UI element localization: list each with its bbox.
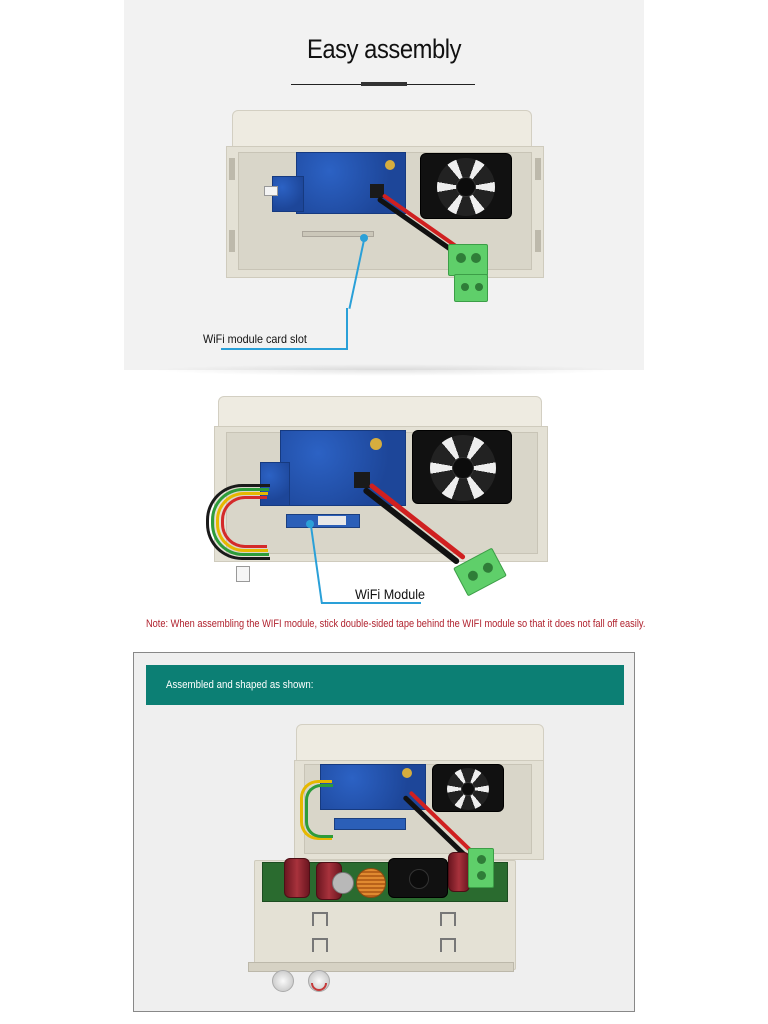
ribbon-wire	[216, 492, 268, 552]
display-cutout	[312, 938, 328, 952]
display-cutout	[312, 912, 328, 926]
cooling-fan-icon	[388, 858, 448, 898]
terminal-plug	[454, 274, 488, 302]
knob	[272, 970, 294, 992]
page-title: Easy assembly	[306, 34, 462, 64]
screw-post	[402, 768, 412, 778]
ribbon-wire	[221, 496, 267, 548]
enclosure-lid	[296, 724, 544, 764]
side-vent	[535, 158, 541, 180]
enclosure-lid	[218, 396, 542, 430]
callout-dot	[306, 520, 314, 528]
ribbon-wire	[206, 484, 270, 560]
green-terminal-block-icon	[448, 244, 488, 276]
wifi-module	[334, 818, 406, 830]
inductor-coil	[356, 868, 386, 898]
callout-line	[346, 308, 348, 348]
panel-shadow	[150, 364, 620, 376]
screw-post	[385, 160, 395, 170]
screw-post	[370, 438, 382, 450]
knob	[308, 970, 330, 992]
display-cutout	[440, 912, 456, 926]
callout-line	[321, 602, 421, 604]
side-vent	[535, 230, 541, 252]
connector	[264, 186, 278, 196]
wire-connector	[236, 566, 250, 582]
callout-line	[221, 348, 348, 350]
assembly-note: Note: When assembling the WIFI module, s…	[146, 618, 646, 630]
capacitor	[448, 852, 470, 892]
enclosure-base	[248, 962, 514, 972]
ribbon-wire	[211, 488, 269, 556]
ribbon-wire	[300, 780, 332, 840]
green-terminal-block-icon	[468, 848, 494, 888]
ic-chip	[354, 472, 370, 488]
capacitor	[284, 858, 310, 898]
cooling-fan-icon	[420, 153, 512, 219]
side-vent	[229, 158, 235, 180]
wifi-module-label	[318, 516, 346, 525]
banner-text: Assembled and shaped as shown:	[166, 679, 314, 691]
side-vent	[229, 230, 235, 252]
enclosure-lid	[232, 110, 532, 152]
cooling-fan-icon	[432, 764, 504, 812]
cooling-fan-icon	[412, 430, 512, 504]
callout-label-card-slot: WiFi module card slot	[203, 332, 307, 346]
ic-chip	[370, 184, 384, 198]
display-cutout	[440, 938, 456, 952]
wifi-card-slot	[302, 231, 374, 237]
callout-label-wifi-module: WiFi Module	[355, 586, 426, 602]
callout-dot	[360, 234, 368, 242]
assembled-banner	[146, 665, 624, 705]
capacitor	[332, 872, 354, 894]
ribbon-wire	[305, 784, 333, 838]
title-underline-accent	[361, 82, 407, 86]
